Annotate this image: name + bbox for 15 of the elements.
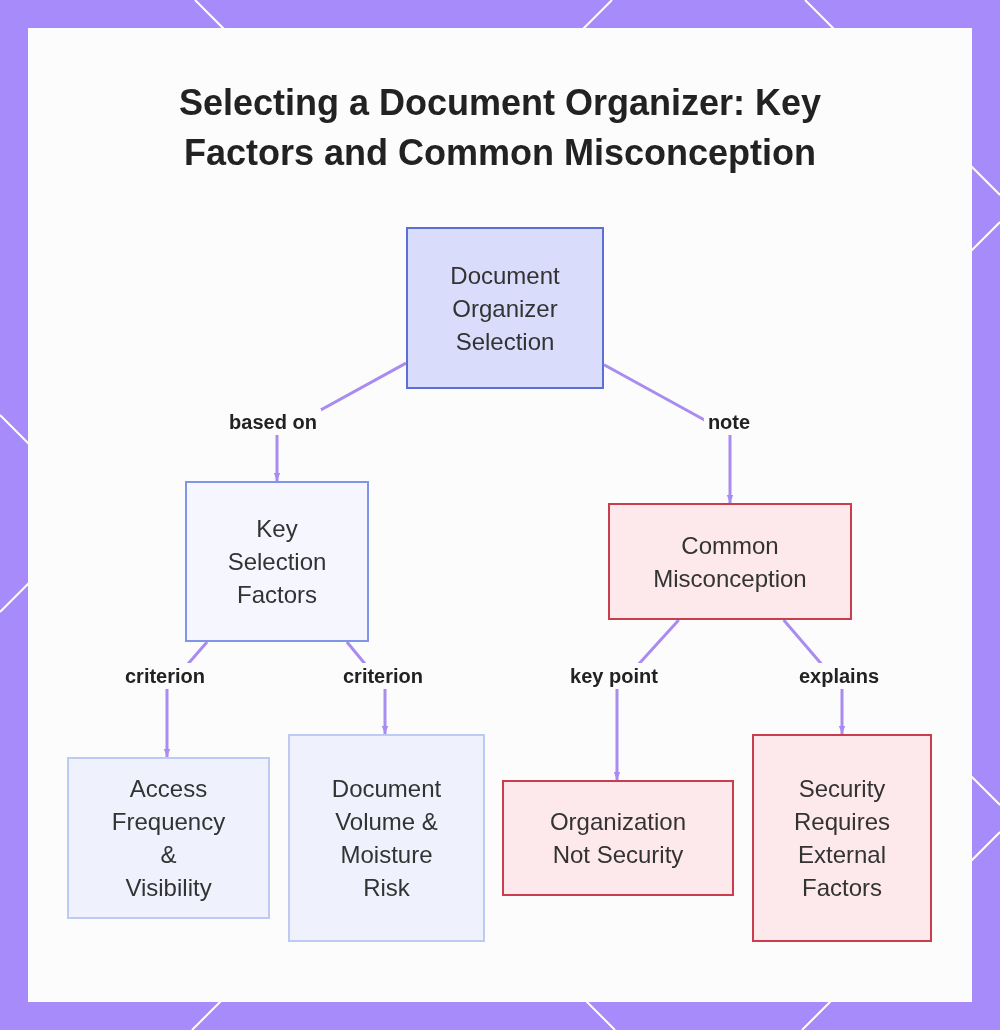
process-box xyxy=(752,734,932,942)
process-box xyxy=(406,227,604,389)
process-box xyxy=(185,481,369,642)
process-box xyxy=(608,503,852,620)
node-label: Document Volume & Moisture Risk xyxy=(330,774,443,903)
process-box xyxy=(502,780,734,896)
node-label: Access Frequency & Visibility xyxy=(110,774,227,903)
node-label: Organization Not Security xyxy=(548,807,688,870)
node-label: Document Organizer Selection xyxy=(449,260,561,357)
process-box xyxy=(288,734,485,942)
process-box xyxy=(67,757,270,919)
node-label: Common Misconception xyxy=(652,530,808,594)
diagram-title: Selecting a Document Organizer: Key Factors and Common Misconception xyxy=(177,81,823,175)
node-label: Key Selection Factors xyxy=(226,514,328,610)
node-label: Security Requires External Factors xyxy=(792,774,891,903)
